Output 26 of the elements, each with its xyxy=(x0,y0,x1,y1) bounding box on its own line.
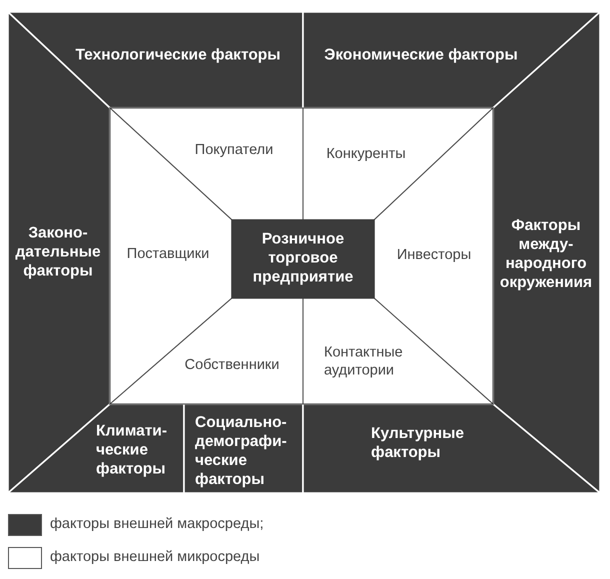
factor-label: Инвесторы xyxy=(396,247,472,265)
factor-label: Контактные аудитории xyxy=(324,344,404,380)
legend-label: факторы внешней макросреды; xyxy=(50,516,264,532)
factor-label: Культурные факторы xyxy=(371,425,465,463)
factor-label: Климати-ческие факторы xyxy=(96,422,168,480)
factor-label: Технологические факторы xyxy=(75,46,281,66)
factor-label: Законо-дательные факторы xyxy=(15,224,101,282)
factor-label: Экономические факторы xyxy=(324,46,518,66)
micro-factor-segment xyxy=(303,108,493,220)
macro-factor-panel xyxy=(303,404,600,493)
factor-label: Факторы между-народного окружениия xyxy=(500,217,592,293)
factor-label: Покупатели xyxy=(194,142,274,160)
legend-label: факторы внешней микросреды xyxy=(50,549,260,565)
macro-factor-panel xyxy=(8,12,303,108)
enterprise-label: Розничное торговое предприятие xyxy=(252,230,354,288)
factor-label: Конкуренты xyxy=(326,146,406,164)
factor-label: Социально-демографи-ческие факторы xyxy=(195,414,288,490)
micro-factor-segment xyxy=(303,298,493,404)
macro-factor-panel xyxy=(184,404,303,493)
macro-factor-panel xyxy=(303,12,600,108)
micro-factor-segment xyxy=(110,108,303,220)
enterprise-block xyxy=(232,220,374,298)
factor-label: Собственники xyxy=(184,357,280,375)
factor-label: Поставщики xyxy=(126,246,210,264)
macro-factor-panel xyxy=(8,404,184,493)
micro-factor-segment xyxy=(110,298,303,404)
